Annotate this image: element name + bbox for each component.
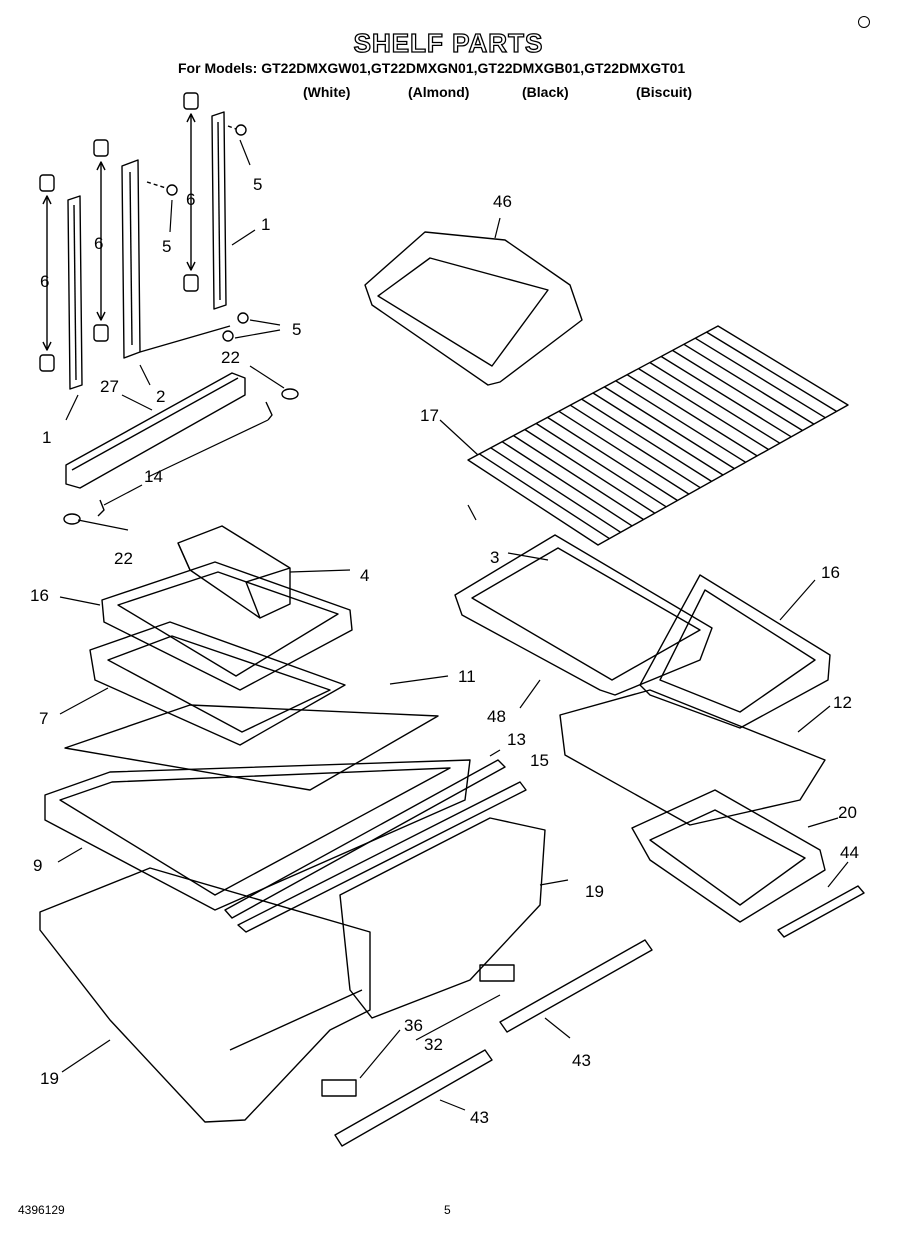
shelf-frame-7 [89,621,346,746]
corner-hole-mark [858,16,870,28]
shelf-rail-right [211,111,227,310]
shelf-frame-48 [454,534,713,696]
clip-arrows [42,113,196,351]
crisper-drawer-19-left [39,867,371,1123]
callout-7: 7 [39,709,48,728]
shelf-frame-16-right [639,574,831,729]
callout-44: 44 [840,843,859,862]
callout-19a: 19 [40,1069,59,1088]
ice-bin-46 [364,231,583,386]
callout-leaders [57,139,849,1111]
callout-48: 48 [487,707,506,726]
callout-1a: 1 [261,215,270,234]
shelf-rail-left [67,195,83,390]
callout-22b: 22 [114,549,133,568]
small-hardware-parts [63,388,299,525]
callout-4: 4 [360,566,369,585]
models-line: For Models: GT22DMXGW01,GT22DMXGN01,GT22… [178,60,686,76]
color-biscuit: (Biscuit) [636,84,692,100]
callout-46: 46 [493,192,512,211]
shelf-bracket-27 [65,325,246,489]
shelf-rail-middle [121,159,141,359]
drawer-handles-43 [334,939,653,1147]
color-almond: (Almond) [408,84,470,100]
color-black: (Black) [522,84,569,100]
callout-15: 15 [530,751,549,770]
callout-13: 13 [507,730,526,749]
callout-6b: 6 [94,234,103,253]
callout-43a: 43 [470,1108,489,1127]
crisper-drawer-19-right [339,817,546,1019]
color-white: (White) [303,84,351,100]
callout-1b: 1 [42,428,51,447]
callout-36: 36 [404,1016,423,1035]
callout-numbers: 1 1 2 3 4 5 5 5 6 6 6 7 9 11 12 13 14 15… [30,175,859,1127]
callout-5b: 5 [162,237,171,256]
screw-parts [146,124,249,342]
callout-5a: 5 [253,175,262,194]
snack-bin-4 [177,525,291,619]
callout-14: 14 [144,467,163,486]
shelf-frame-16-left [101,561,353,691]
callout-5c: 5 [292,320,301,339]
callout-2: 2 [156,387,165,406]
glass-panel-11 [64,704,439,791]
callout-11: 11 [458,667,476,686]
callout-19b: 19 [585,882,604,901]
callout-22a: 22 [221,348,240,367]
callout-6a: 6 [40,272,49,291]
callout-27: 27 [100,377,119,396]
callout-43b: 43 [572,1051,591,1070]
callout-9: 9 [33,856,42,875]
rail-clip-parts [39,92,199,372]
strip-44 [777,885,865,938]
page-title: SHELF PARTS [353,27,544,58]
part-number: 4396129 [18,1203,65,1217]
page-number: 5 [444,1203,451,1217]
callout-12: 12 [833,693,852,712]
callout-17: 17 [420,406,439,425]
callout-20: 20 [838,803,857,822]
meat-drawer-20 [631,789,826,923]
callout-3: 3 [490,548,499,567]
drawer-frame-12 [559,689,826,826]
callout-16a: 16 [30,586,49,605]
callout-6c: 6 [186,190,195,209]
callout-32: 32 [424,1035,443,1054]
callout-16b: 16 [821,563,840,582]
crisper-cover-9 [44,759,471,911]
drawer-labels-36-32 [321,964,515,1097]
wire-shelf-17 [467,325,849,546]
trim-strips-13-15 [224,759,527,933]
